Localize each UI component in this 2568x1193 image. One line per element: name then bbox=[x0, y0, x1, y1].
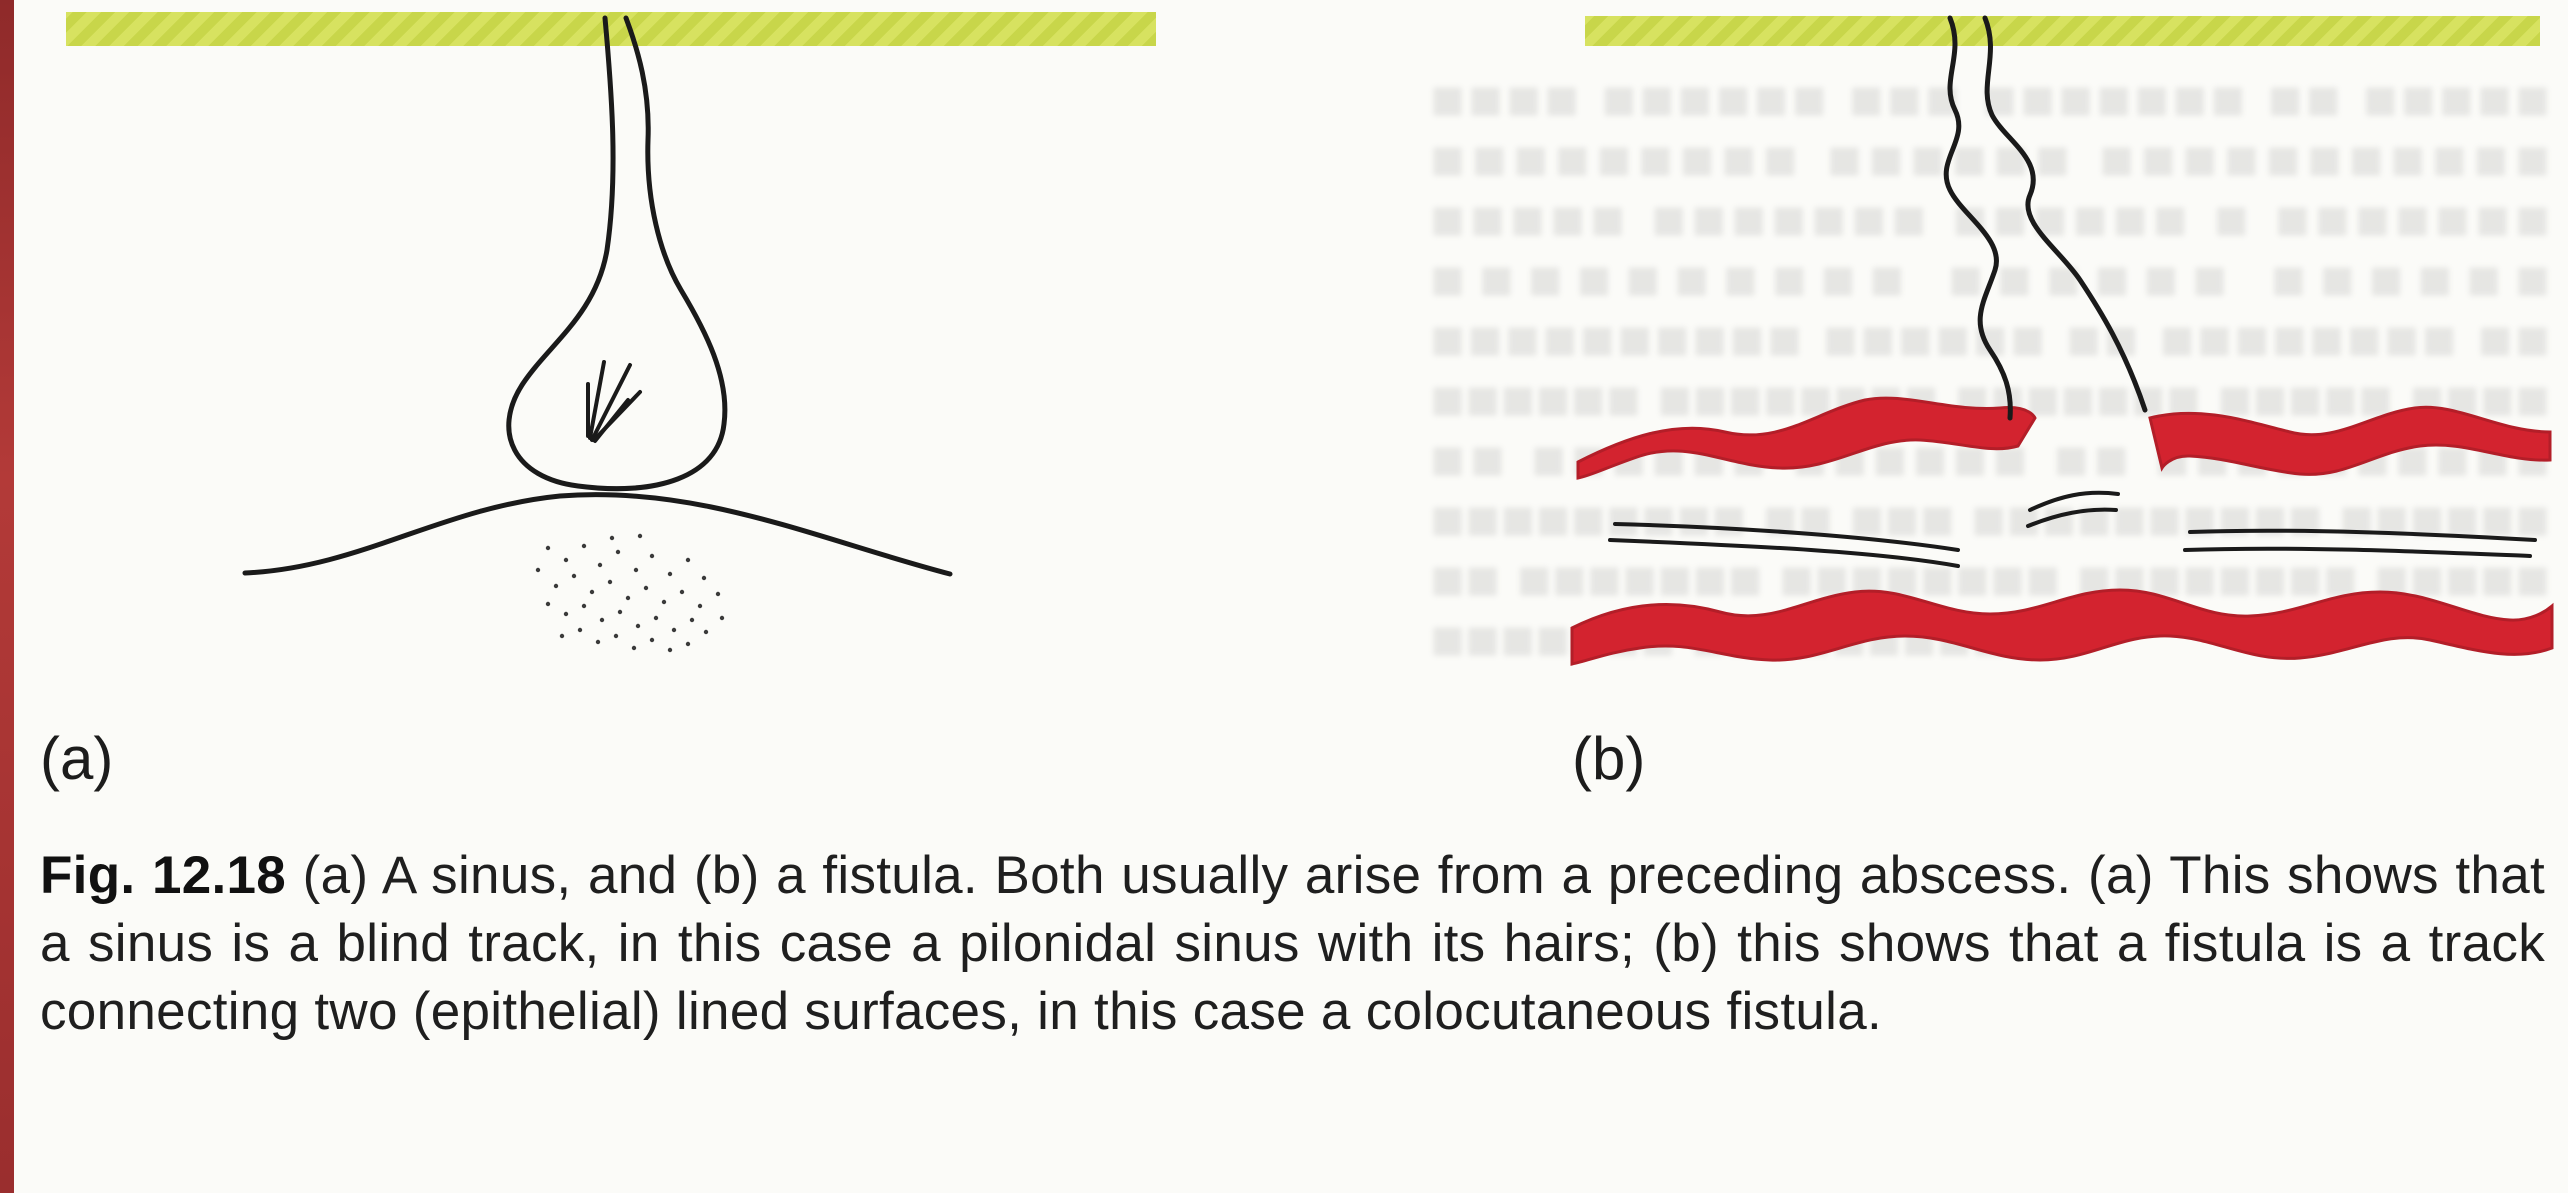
caption-text: (a) A sinus, and (b) a fistula. Both usu… bbox=[40, 846, 2545, 1041]
panel-a-diagram bbox=[245, 18, 950, 652]
lower-epithelial-layer bbox=[1572, 590, 2552, 664]
skin-surface-line bbox=[245, 495, 950, 574]
panel-b-label: (b) bbox=[1572, 724, 1645, 793]
tissue-layer-lines bbox=[1610, 493, 2535, 566]
hair-tuft-icon bbox=[588, 362, 640, 441]
upper-epithelial-layer bbox=[1578, 398, 2550, 478]
panel-a-label: (a) bbox=[40, 724, 113, 793]
figure-number: Fig. 12.18 bbox=[40, 846, 286, 905]
panel-b-diagram bbox=[1572, 18, 2552, 664]
abscess-stipple bbox=[536, 534, 724, 652]
fistula-track bbox=[1946, 18, 2145, 418]
figure-caption: Fig. 12.18 (a) A sinus, and (b) a fistul… bbox=[40, 842, 2545, 1046]
